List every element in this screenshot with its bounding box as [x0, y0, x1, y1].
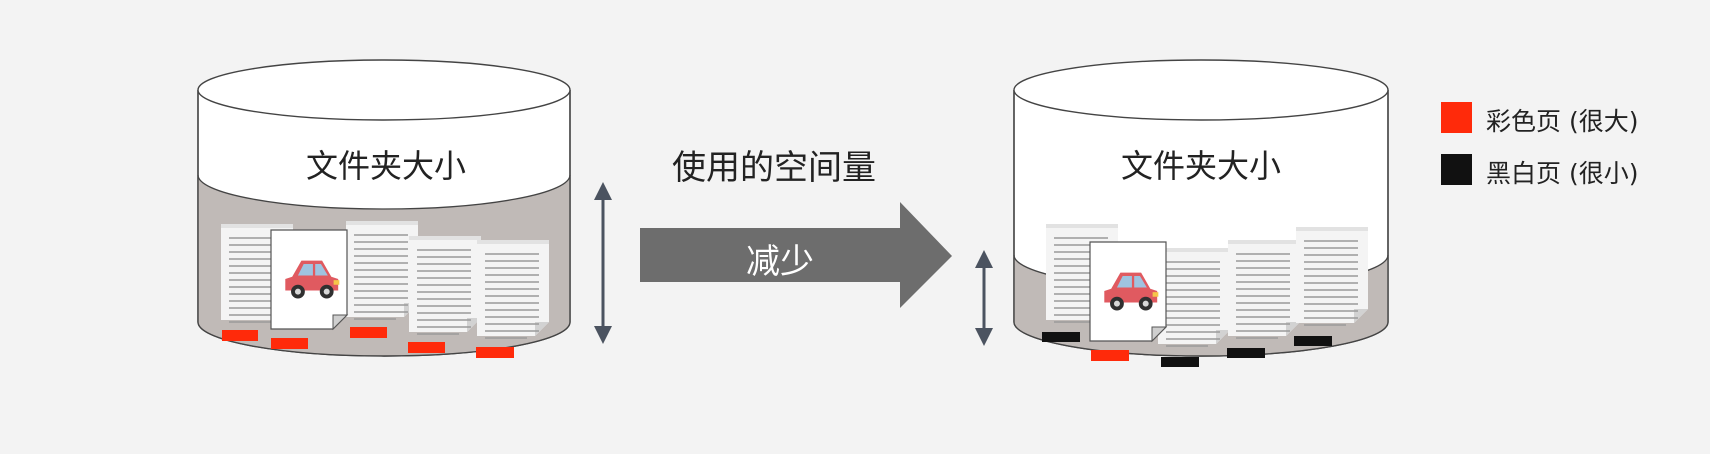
legend-swatch-bw	[1441, 154, 1472, 185]
legend-label-bw: 黑白页 (很小)	[1486, 159, 1639, 188]
cylinder-top	[1013, 59, 1389, 121]
cylinder-before	[197, 59, 571, 358]
size-indicator-before	[594, 182, 612, 344]
reduce-arrow	[640, 202, 952, 308]
page-size-markers	[222, 327, 514, 358]
cylinder-before-title: 文件夹大小	[305, 147, 467, 185]
used-space-heading: 使用的空间量	[672, 148, 876, 188]
cylinder-after-title: 文件夹大小	[1120, 147, 1282, 185]
cylinder-after	[1013, 59, 1389, 367]
legend	[1441, 102, 1472, 185]
page-size-markers	[1042, 332, 1332, 367]
cylinder-top	[197, 59, 571, 121]
legend-label-color: 彩色页 (很大)	[1486, 107, 1639, 136]
size-indicator-after	[975, 250, 993, 346]
legend-swatch-color	[1441, 102, 1472, 133]
reduce-label: 减少	[746, 242, 814, 282]
